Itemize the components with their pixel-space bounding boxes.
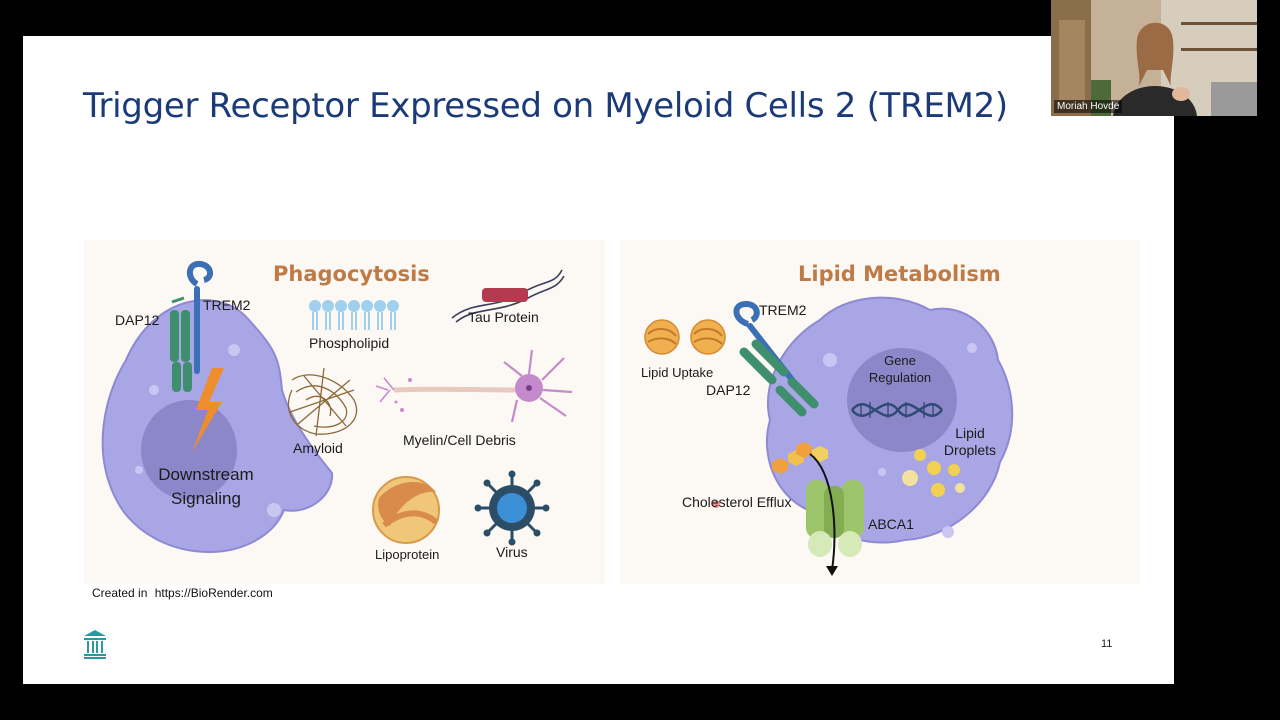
slide: Trigger Receptor Expressed on Myeloid Ce… [23,36,1174,684]
signaling-text: Signaling [171,489,241,508]
cholesterol-efflux-label: Cholesterol Efflux [682,494,792,510]
virus-label: Virus [496,544,528,560]
downstream-signaling-label: Downstream Signaling [146,463,266,511]
phospholipid-icon [309,300,399,330]
slide-title: Trigger Receptor Expressed on Myeloid Ce… [83,86,1008,126]
phagocytosis-illustration [101,260,573,554]
phagocytosis-panel: Phagocytosis DAP12 TREM2 Phospholipid Ta… [84,240,605,584]
credit-url[interactable]: https://BioRender.com [154,586,273,600]
dna-icon [851,402,943,418]
tau-protein-icon [451,269,565,323]
participant-name: Moriah Hovde [1054,100,1123,113]
page-number: 11 [1101,638,1113,650]
cholesterol-hexagons [772,442,828,474]
lightning-icon [192,368,224,452]
nucleus [141,400,237,500]
efflux-arrow [809,453,836,571]
gene-text: Gene [884,353,916,368]
lipid-metabolism-panel: Lipid Metabolism TREM2 Lipid Uptake DAP1… [620,240,1140,584]
myelin-neuron-icon [375,349,573,423]
trem2-receptor [187,260,213,374]
tau-protein-label: Tau Protein [468,309,539,325]
cursor-dot [712,500,720,508]
lipid-metabolism-illustration [644,296,1014,576]
virus-icon [474,470,550,546]
nucleus [847,348,957,452]
trem2-label: TREM2 [759,302,807,318]
trem2-dap12-receptor [733,300,819,417]
abca1-label: ABCA1 [868,516,914,532]
lipoprotein-label: Lipoprotein [375,547,440,562]
amyloid-icon [287,367,358,437]
lipoprotein-icon [372,476,440,544]
lipid-uptake-label: Lipid Uptake [641,365,714,380]
lipid-droplets-label: Lipid Droplets [937,425,1003,459]
participant-video [1051,0,1257,116]
amyloid-label: Amyloid [293,440,343,456]
downstream-text: Downstream [158,465,254,484]
dap12-receptor [170,296,192,392]
trem2-label: TREM2 [203,297,251,313]
regulation-text: Regulation [868,370,932,385]
participant-video-tile[interactable]: Moriah Hovde [1051,0,1257,116]
lipid-text: Lipid [955,425,985,441]
phagocytosis-heading: Phagocytosis [273,262,430,286]
arrowhead-icon [826,566,838,576]
droplets-text: Droplets [943,442,997,458]
lipid-uptake-icon [644,319,726,355]
credit-prefix: Created in [92,586,148,600]
phospholipid-label: Phospholipid [309,335,390,351]
lipid-droplets-icon [902,449,965,497]
biorender-credit: Created in https://BioRender.com [92,586,277,600]
dap12-label: DAP12 [706,382,751,398]
gene-regulation-label: Gene Regulation [860,352,940,386]
dap12-label: DAP12 [115,312,160,328]
institution-logo-icon [84,630,106,659]
myelin-label: Myelin/Cell Debris [403,432,516,448]
lipid-metabolism-heading: Lipid Metabolism [798,262,1001,286]
